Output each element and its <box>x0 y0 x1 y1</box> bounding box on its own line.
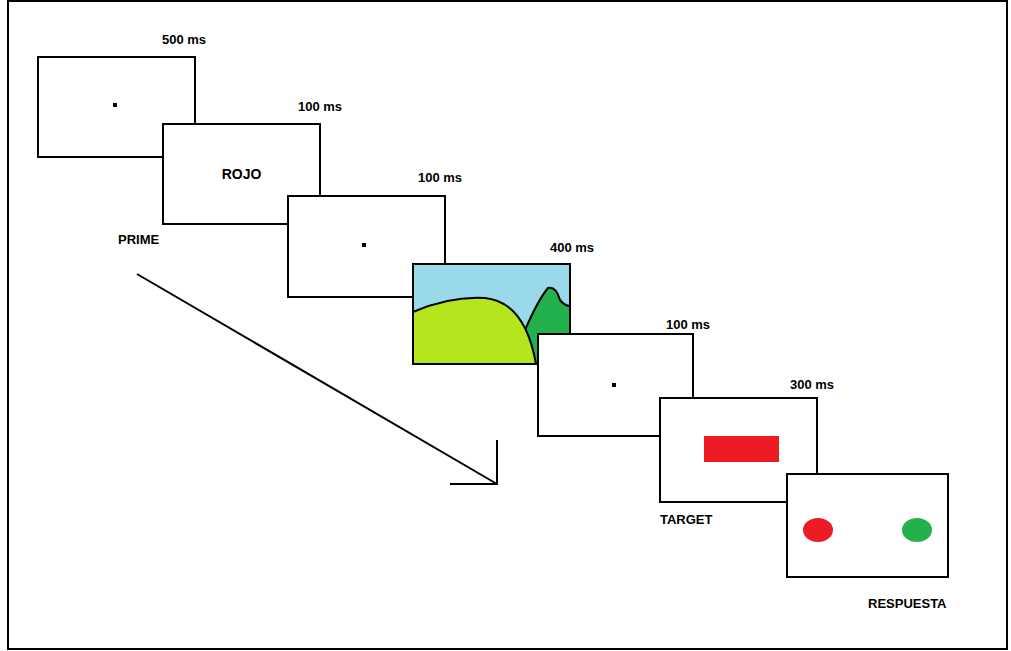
duration-label: 500 ms <box>162 32 206 48</box>
fixation-point <box>113 103 117 107</box>
phase-label: RESPUESTA <box>868 596 947 612</box>
duration-label: 400 ms <box>550 240 594 256</box>
prime-word: ROJO <box>222 166 262 183</box>
time-arrow <box>137 274 498 485</box>
duration-label: 100 ms <box>666 317 710 333</box>
phase-label: PRIME <box>118 232 159 248</box>
light-hill <box>413 298 536 364</box>
response-dot <box>803 518 833 542</box>
response-dot <box>902 518 932 542</box>
duration-label: 300 ms <box>790 377 834 393</box>
duration-label: 100 ms <box>298 99 342 115</box>
target-bar <box>704 436 779 462</box>
fixation-point <box>612 383 616 387</box>
outer-frame <box>8 1 1007 649</box>
phase-label: TARGET <box>660 512 712 528</box>
prime-screen: ROJO <box>164 125 319 223</box>
fixation-point <box>362 243 366 247</box>
screen-frame <box>787 474 948 577</box>
duration-label: 100 ms <box>418 170 462 186</box>
